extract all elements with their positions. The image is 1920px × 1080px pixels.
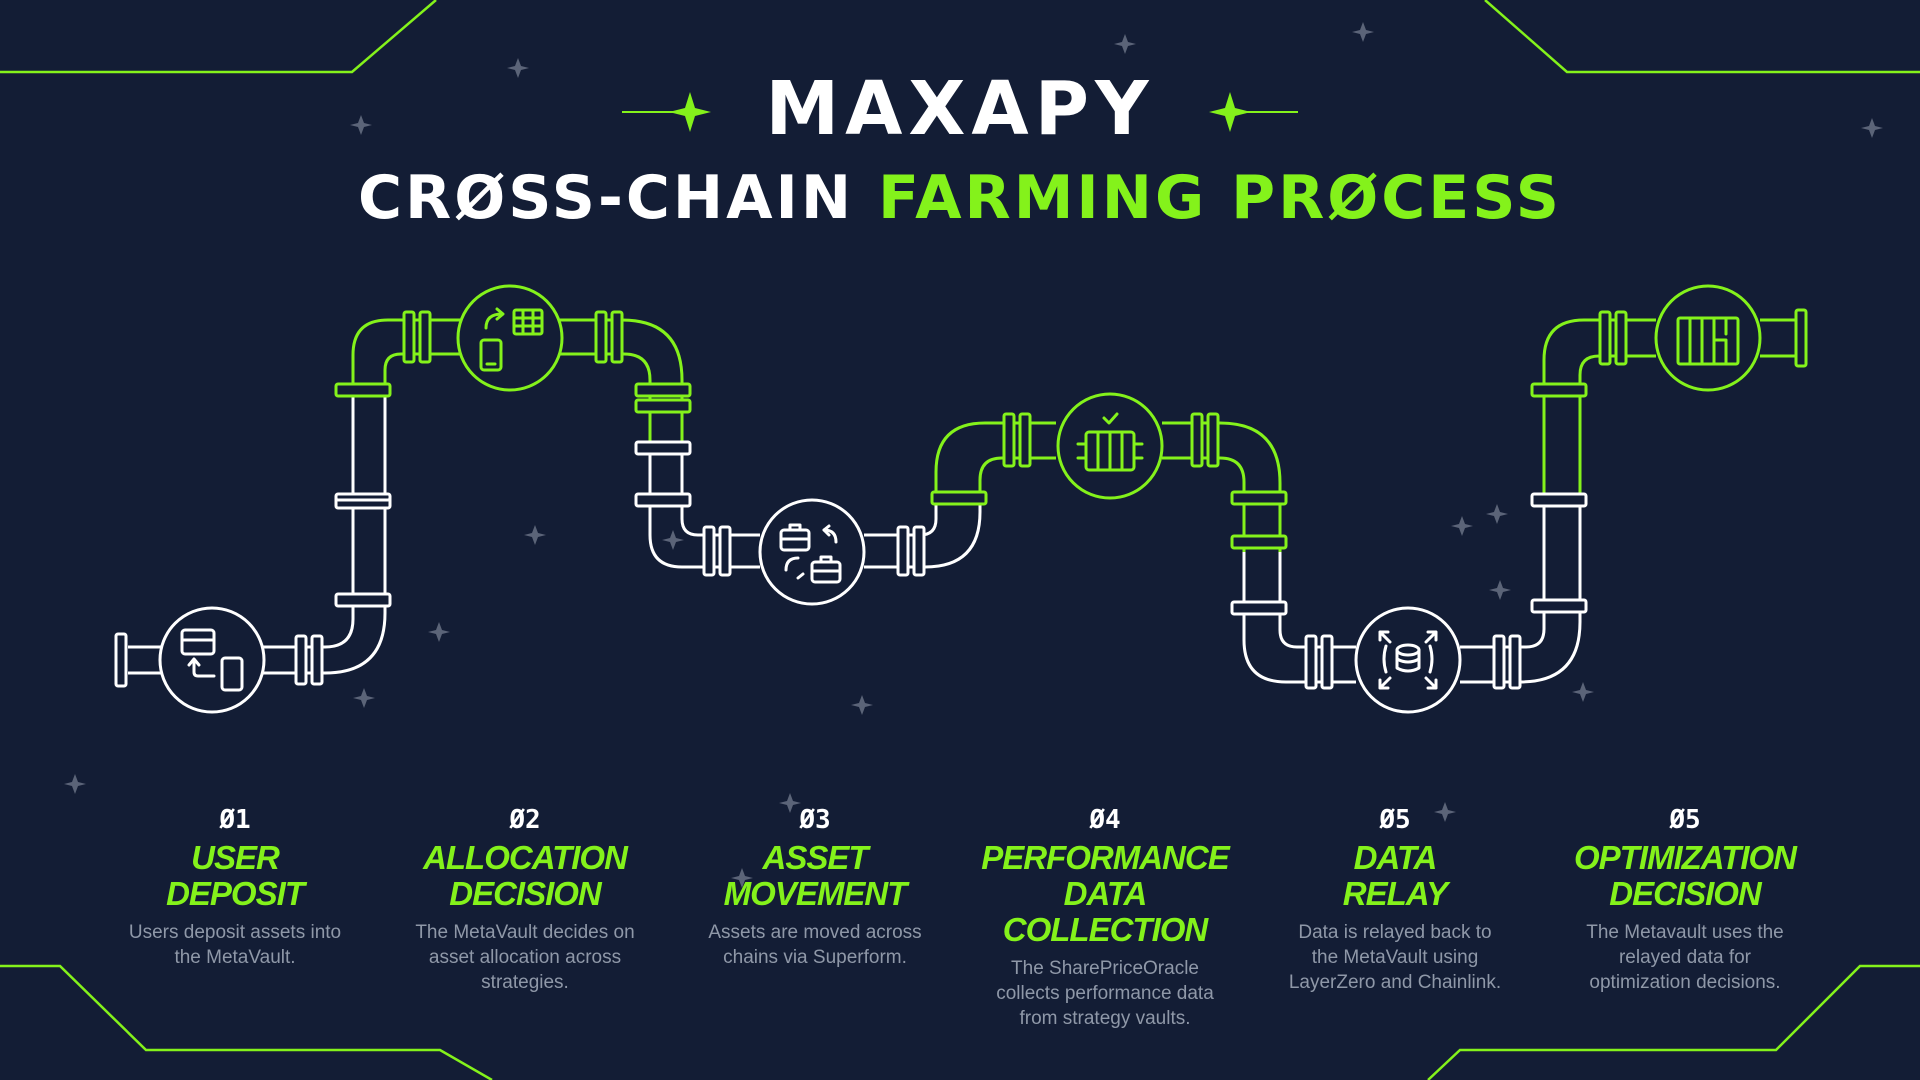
step-2-caption: Ø2 ALLOCATION DECISION The MetaVault dec… <box>390 800 660 995</box>
title-sparkle-right <box>1209 92 1251 132</box>
node-allocation-decision <box>456 284 564 392</box>
pipe-couplings-green <box>334 308 1808 550</box>
step-name-line2: DECISION <box>1609 875 1762 912</box>
step-description: The MetaVault decides on asset allocatio… <box>390 920 660 995</box>
frame-line-top-left <box>0 0 437 74</box>
database-expand-icon <box>1378 630 1438 690</box>
step-description-line1: The Metavault uses the <box>1586 922 1784 943</box>
sparkle-star <box>1486 504 1508 524</box>
sparkle-star <box>851 695 873 715</box>
step-description-line2: relayed data for <box>1618 947 1752 968</box>
step-description: Users deposit assets into the MetaVault. <box>100 920 370 970</box>
sparkle-star <box>1451 516 1473 536</box>
step-name-line1: DATA <box>1353 839 1438 876</box>
step-description: Assets are moved across chains via Super… <box>680 920 950 970</box>
step-description-line3: from strategy vaults. <box>1019 1008 1191 1029</box>
wallet-phone-icon <box>180 628 244 692</box>
sparkle-star <box>1114 34 1136 54</box>
page-title: CRØSS-CHAIN FARMING PRØCESS <box>0 160 1920 236</box>
sparkle-star <box>662 530 684 550</box>
frame-line-top-right <box>1484 0 1920 74</box>
step-number: Ø5 <box>1669 805 1701 835</box>
sparkles <box>64 22 1883 888</box>
sparkle-star <box>507 58 529 78</box>
server-check-icon <box>1076 412 1144 472</box>
sparkle-star <box>64 774 86 794</box>
page-title-white: CRØSS-CHAIN <box>357 163 855 233</box>
page-title-green: FARMING PRØCESS <box>877 163 1563 233</box>
step-description-line1: The MetaVault decides on <box>415 922 635 943</box>
sparkle-star <box>524 525 546 545</box>
step-description-line2: the MetaVault. <box>174 947 296 968</box>
step-description-line2: the MetaVault using <box>1311 947 1479 968</box>
node-asset-movement <box>758 498 866 606</box>
step-name-line2: DEPOSIT <box>166 875 305 912</box>
step-description-line2: asset allocation across <box>428 947 622 968</box>
step-number: Ø3 <box>799 805 831 835</box>
step-name-line2: DATA COLLECTION <box>1002 875 1208 948</box>
step-name-line2: MOVEMENT <box>723 875 908 912</box>
step-1-caption: Ø1 USER DEPOSIT Users deposit assets int… <box>100 800 370 970</box>
step-4-caption: Ø4 PERFORMANCE DATA COLLECTION The Share… <box>970 800 1240 1031</box>
step-description-line2: chains via Superform. <box>723 947 907 968</box>
node-user-deposit <box>158 606 266 714</box>
sparkle-star <box>353 688 375 708</box>
step-description-line1: Users deposit assets into <box>128 922 342 943</box>
step-description-line3: optimization decisions. <box>1589 972 1781 993</box>
sparkle-star <box>350 115 372 135</box>
step-name-line2: DECISION <box>449 875 602 912</box>
step-number: Ø2 <box>509 805 541 835</box>
step-number: Ø4 <box>1089 805 1121 835</box>
step-6-caption: Ø5 OPTIMIZATION DECISION The Metavault u… <box>1550 800 1820 995</box>
node-optimization-decision <box>1654 284 1762 392</box>
step-number: Ø1 <box>219 805 251 835</box>
sparkle-star <box>1489 580 1511 600</box>
step-description: Data is relayed back to the MetaVault us… <box>1260 920 1530 995</box>
pipe-segment-4 <box>934 421 1282 552</box>
frame-line-bottom-left <box>0 964 493 1080</box>
step-5-caption: Ø5 DATA RELAY Data is relayed back to th… <box>1260 800 1530 995</box>
step-description-line1: The SharePriceOracle <box>1011 958 1199 979</box>
step-description-line3: LayerZero and Chainlink. <box>1288 972 1502 993</box>
pipe-segment-2 <box>351 318 684 444</box>
sparkle-star <box>1572 682 1594 702</box>
step-name-line1: ALLOCATION <box>423 839 628 876</box>
step-3-caption: Ø3 ASSET MOVEMENT Assets are moved acros… <box>680 800 950 970</box>
frame-line-bottom-right <box>1427 964 1920 1080</box>
sparkle-star <box>1434 802 1456 822</box>
step-description-line1: Data is relayed back to <box>1298 922 1492 943</box>
phone-grid-icon <box>479 307 544 372</box>
node-performance-data-collection <box>1056 392 1164 500</box>
title-sparkles <box>622 92 1298 132</box>
step-name-line2: RELAY <box>1342 875 1448 912</box>
step-name-line1: OPTIMIZATION <box>1573 839 1797 876</box>
sparkle-star <box>428 622 450 642</box>
sparkle-star <box>1352 22 1374 42</box>
step-number: Ø5 <box>1379 805 1411 835</box>
step-name-line1: ASSET <box>762 839 868 876</box>
node-data-relay <box>1354 606 1462 714</box>
title-sparkle-left <box>669 92 711 132</box>
step-description-line3: strategies. <box>481 972 569 993</box>
step-description-line1: Assets are moved across <box>708 922 922 943</box>
sparkle-star <box>779 793 801 813</box>
step-description-line2: collects performance data <box>996 983 1214 1004</box>
pipe-couplings-white <box>114 440 1588 690</box>
step-description: The SharePriceOracle collects performanc… <box>970 956 1240 1031</box>
sparkle-star <box>1861 118 1883 138</box>
brand-title: MAXAPY <box>765 66 1155 152</box>
briefcase-swap-icon <box>779 523 842 584</box>
step-description: The Metavault uses the relayed data for … <box>1550 920 1820 995</box>
pipe-segment-1 <box>128 388 387 675</box>
step-name-line1: USER <box>191 839 280 876</box>
sparkle-star <box>731 868 753 888</box>
pipe-segment-5 <box>1242 500 1582 684</box>
server-rack-icon <box>1676 316 1740 366</box>
step-name-line1: PERFORMANCE <box>981 839 1230 876</box>
